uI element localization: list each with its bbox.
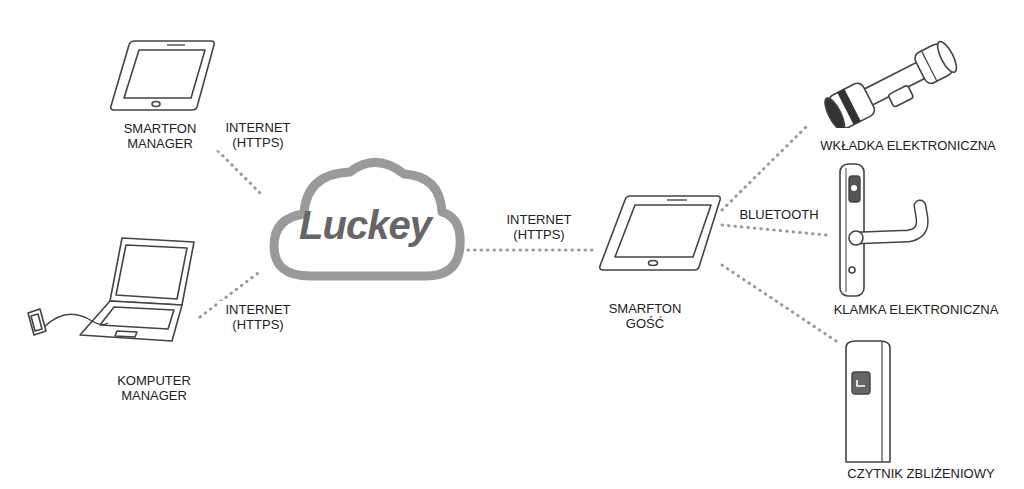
dotted-connector [722,225,826,235]
manager-smartphone: SMARTFON MANAGER [105,38,218,151]
dotted-connector [722,265,836,341]
connection-label: INTERNET (HTTPS) [218,301,298,333]
device-label: SMARTFON MANAGER [115,121,205,151]
brand-name: Luckey [299,203,431,248]
dotted-connector [218,151,262,195]
electronic-cylinder: WKŁADKA ELEKTRONICZNA [808,40,1008,153]
manager-computer: KOMPUTER MANAGER [22,235,200,403]
device-label: WKŁADKA ELEKTRONICZNA [808,138,1008,153]
device-label: CZYTNIK ZBLIŻENIOWY [836,466,1006,481]
device-label: SMARFTON GOŚĆ [605,301,685,331]
electronic-handle-icon [826,160,1004,300]
electronic-handle: KLAMKA ELEKTRONICZNA [826,160,1006,317]
smartphone-icon [105,38,218,113]
cloud-service: Luckey [262,150,468,300]
proximity-reader: CZYTNIK ZBLIŻENIOWY [836,338,1006,481]
connection-label: INTERNET (HTTPS) [218,119,298,151]
laptop-icon [22,235,200,347]
electronic-cylinder-icon [808,40,1001,128]
device-label: KLAMKA ELEKTRONICZNA [826,302,1006,317]
proximity-reader-icon [836,338,1002,466]
device-label: KOMPUTER MANAGER [112,373,196,403]
connection-label: INTERNET (HTTPS) [499,211,579,243]
guest-smartphone: SMARFTON GOŚĆ [595,193,722,331]
connection-label: BLUETOOTH [733,206,825,223]
dotted-connector [722,125,808,210]
smartphone-icon [595,193,722,273]
dotted-connector [468,249,595,252]
